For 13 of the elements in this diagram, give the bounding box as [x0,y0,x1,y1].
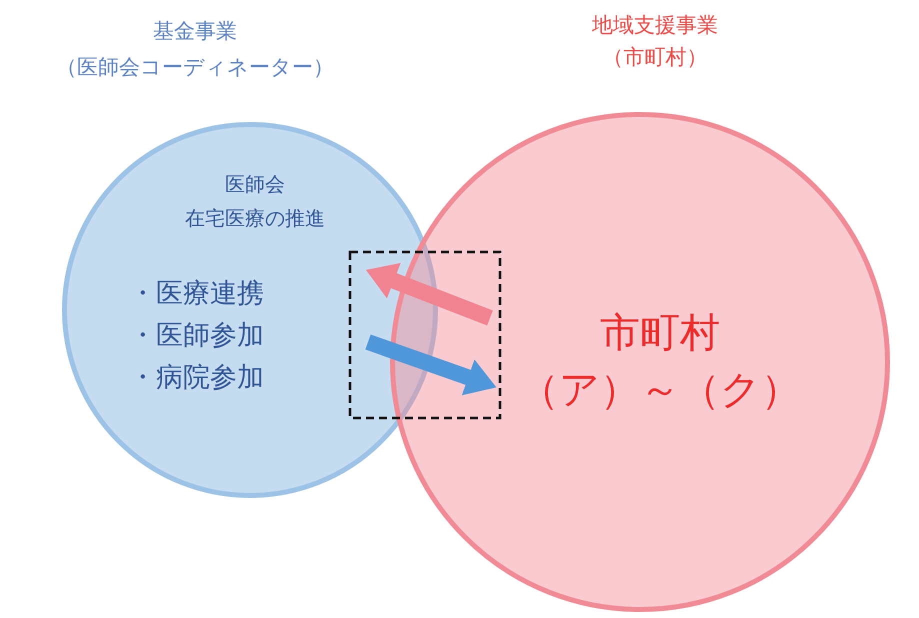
subheading: 市町村 [600,309,720,358]
heading: （市町村） [602,44,708,71]
heading: （医師会コーディネーター） [56,54,334,81]
heading: 基金事業 [153,18,237,45]
list-item: ・病院参加 [129,361,264,395]
subheading: （ア）～（ク） [519,366,801,415]
heading: 地域支援事業 [592,12,718,39]
arrow [365,334,496,396]
list-item: ・医師参加 [129,319,264,353]
subheading: 医師会 [225,171,285,198]
arrow [366,263,493,326]
subheading: 在宅医療の推進 [185,205,325,232]
list-item: ・医療連携 [129,277,264,311]
